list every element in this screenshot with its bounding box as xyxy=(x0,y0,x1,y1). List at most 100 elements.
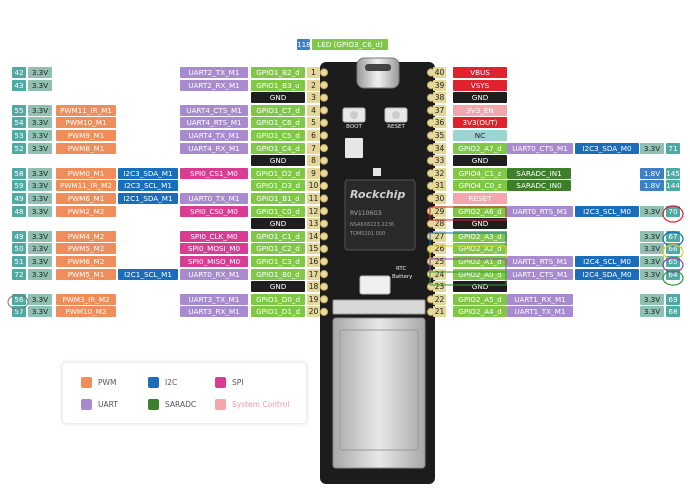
label-num: 145 xyxy=(666,167,680,179)
label-gnd: GND xyxy=(453,155,507,167)
label-uart: UART4_RTS_M1 xyxy=(180,117,248,129)
label-pwm: PWM10_M1 xyxy=(56,117,116,129)
label-v33: 3.3V xyxy=(28,293,52,305)
pin-number-right: 39 xyxy=(433,79,446,91)
pin-number-right: 32 xyxy=(433,167,446,179)
label-pwm: PWM8_M1 xyxy=(56,142,116,154)
pin-hole xyxy=(319,118,329,128)
pin-number-left: 10 xyxy=(307,180,320,192)
label-uart: UART3_RX_M1 xyxy=(180,306,248,318)
legend-label: System Control xyxy=(232,400,290,409)
label-num: 58 xyxy=(12,167,26,179)
pin-number-left: 3 xyxy=(307,92,320,104)
label-gpio: GPIO1_C7_d xyxy=(251,104,305,116)
label-pwm: PWM10_M2 xyxy=(56,306,116,318)
label-gpio: GPIO2_A5_d xyxy=(453,293,507,305)
pin-number-right: 38 xyxy=(433,92,446,104)
label-nc: NC xyxy=(453,130,507,141)
label-gpio: GPIO1_B2_d xyxy=(251,67,305,78)
label-uart: UART4_TX_M1 xyxy=(180,130,248,141)
label-gpio: GPIO2_A2_d xyxy=(453,243,507,255)
pin-hole xyxy=(319,232,329,241)
label-spi: SPI0_CLK_M0 xyxy=(180,230,248,242)
label-num: 59 xyxy=(12,180,26,192)
pin-number-left: 8 xyxy=(307,155,320,167)
label-gpio: GPIO1_B3_u xyxy=(251,79,305,91)
label-num: 65 xyxy=(666,256,680,267)
pin-number-right: 21 xyxy=(433,306,446,318)
label-v33: 3.3V xyxy=(28,167,52,179)
pin-hole xyxy=(319,144,329,153)
label-v33: 3.3V xyxy=(28,104,52,116)
label-sys: RESET xyxy=(453,193,507,204)
label-saradc: SARADC_IN0 xyxy=(507,180,571,192)
label-v33: 3.3V xyxy=(28,256,52,267)
chip-line-2: NSA6X8223 2236 xyxy=(350,222,395,228)
label-v33: 3.3V xyxy=(28,193,52,204)
ethernet-port xyxy=(332,317,426,469)
label-pwm: PWM9_M1 xyxy=(56,130,116,141)
pin-number-right: 40 xyxy=(433,67,446,78)
label-num: 56 xyxy=(12,293,26,305)
label-pwm: PWM6_M1 xyxy=(56,193,116,204)
legend-label: SPI xyxy=(232,378,244,387)
legend-swatch xyxy=(148,399,159,410)
chip-line-3: TOM0201 000 xyxy=(350,231,386,237)
legend-swatch xyxy=(148,377,159,388)
label-uart: UART4_CTS_M1 xyxy=(180,104,248,116)
pin-number-right: 34 xyxy=(433,142,446,154)
pin-hole xyxy=(319,257,329,266)
label-gnd: GND xyxy=(453,92,507,104)
label-i2c: I2C3_SDA_M1 xyxy=(118,167,178,179)
label-uart: UART1_RX_M1 xyxy=(507,293,573,305)
label-v33: 3.3V xyxy=(28,67,52,78)
label-i2c: I2C4_SDA_M0 xyxy=(575,268,639,280)
label-num: 64 xyxy=(666,268,680,280)
label-sys: 3V3_EN xyxy=(453,104,507,116)
label-gnd: GND xyxy=(251,155,305,167)
pin-hole xyxy=(319,295,329,304)
pin-hole xyxy=(319,81,329,90)
label-i2c: I2C4_SCL_M0 xyxy=(575,256,639,267)
label-v33: 3.3V xyxy=(640,256,664,267)
label-pwm: PWM11_IR_M2 xyxy=(56,180,116,192)
label-v33: 3.3V xyxy=(28,79,52,91)
pin-number-right: 23 xyxy=(433,281,446,293)
label-i2c: I2C3_SCL_M0 xyxy=(575,205,639,217)
label-num: 70 xyxy=(666,205,680,217)
label-gpio: GPIO2_A3_d xyxy=(453,230,507,242)
label-gpio: GPIO4_C0_z xyxy=(453,180,507,192)
label-gpio: GPIO1_C6_d xyxy=(251,117,305,129)
label-gpio: GPIO1_D2_d xyxy=(251,167,305,179)
label-num: 67 xyxy=(666,230,680,242)
label-gpio: GPIO1_D3_d xyxy=(251,180,305,192)
pin-number-right: 36 xyxy=(433,117,446,129)
pin-number-left: 16 xyxy=(307,256,320,267)
label-adc_v: 1.8V xyxy=(640,167,664,179)
label-num: 71 xyxy=(666,142,680,154)
label-num: 53 xyxy=(12,130,26,141)
rtc-label: RTC xyxy=(396,266,407,272)
pin-number-right: 35 xyxy=(433,130,446,141)
pin-number-right: 29 xyxy=(433,205,446,217)
label-uart: UART0_CTS_M1 xyxy=(507,142,573,154)
pin-number-left: 20 xyxy=(307,306,320,318)
label-num: 52 xyxy=(12,142,26,154)
legend-swatch xyxy=(215,377,226,388)
label-v33: 3.3V xyxy=(28,243,52,255)
pin-hole xyxy=(319,169,329,178)
label-num: 66 xyxy=(666,243,680,255)
label-gpio: GPIO1_D0_d xyxy=(251,293,305,305)
legend-item-sys: System Control xyxy=(215,399,289,410)
pin-number-left: 5 xyxy=(307,117,320,129)
label-uart: UART2_TX_M1 xyxy=(180,67,248,78)
label-gnd: GND xyxy=(251,281,305,293)
led-pin-number: 118 xyxy=(297,39,310,50)
label-gpio: GPIO2_A4_d xyxy=(453,306,507,318)
pin-number-left: 14 xyxy=(307,230,320,242)
pin-number-right: 31 xyxy=(433,180,446,192)
label-num: 50 xyxy=(12,243,26,255)
label-adc_v: 1.8V xyxy=(640,180,664,192)
pin-hole xyxy=(319,219,329,228)
